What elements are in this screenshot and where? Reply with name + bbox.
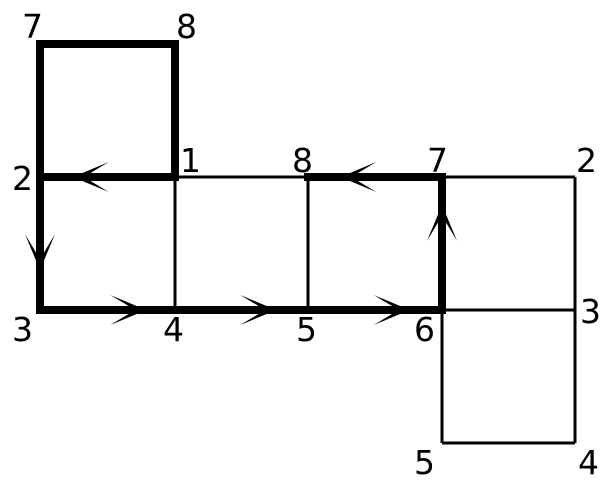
- vertex-label-n7_tl: 7: [22, 7, 43, 46]
- vertex-label-n4: 4: [163, 310, 184, 349]
- vertex-label-n2_r: 2: [576, 141, 597, 180]
- arrow-5-to-6-head: [373, 295, 410, 325]
- directed-edge-layer: [36, 173, 446, 314]
- vertex-label-n4_b: 4: [578, 443, 599, 482]
- thick-edge-layer: [36, 40, 179, 181]
- vertex-label-n2_l: 2: [12, 159, 33, 198]
- arrow-2-to-3-head: [25, 234, 55, 271]
- vertex-label-n8_tr: 8: [176, 7, 197, 46]
- vertex-label-n3_r: 3: [580, 292, 601, 331]
- vertex-label-n6: 6: [414, 310, 435, 349]
- arrow-1-to-2-head: [72, 162, 109, 192]
- vertex-label-n3_l: 3: [12, 310, 33, 349]
- arrow-6-to-7-head: [427, 204, 457, 241]
- arrow-4-to-5-head: [240, 295, 277, 325]
- arrow-7-to-8-head: [340, 162, 377, 192]
- vertex-label-layer: 7 8 2 1 8 7 2 3 4 5 6 3 5 4: [12, 7, 601, 482]
- vertex-label-n1: 1: [180, 141, 201, 180]
- arrowhead-layer: [25, 162, 457, 325]
- vertex-label-n5_b: 5: [414, 443, 435, 482]
- vertex-label-n7_m: 7: [427, 141, 448, 180]
- vertex-label-n5_m: 5: [296, 310, 317, 349]
- arrow-3-to-4-head: [110, 295, 147, 325]
- vertex-label-n8_m: 8: [292, 141, 313, 180]
